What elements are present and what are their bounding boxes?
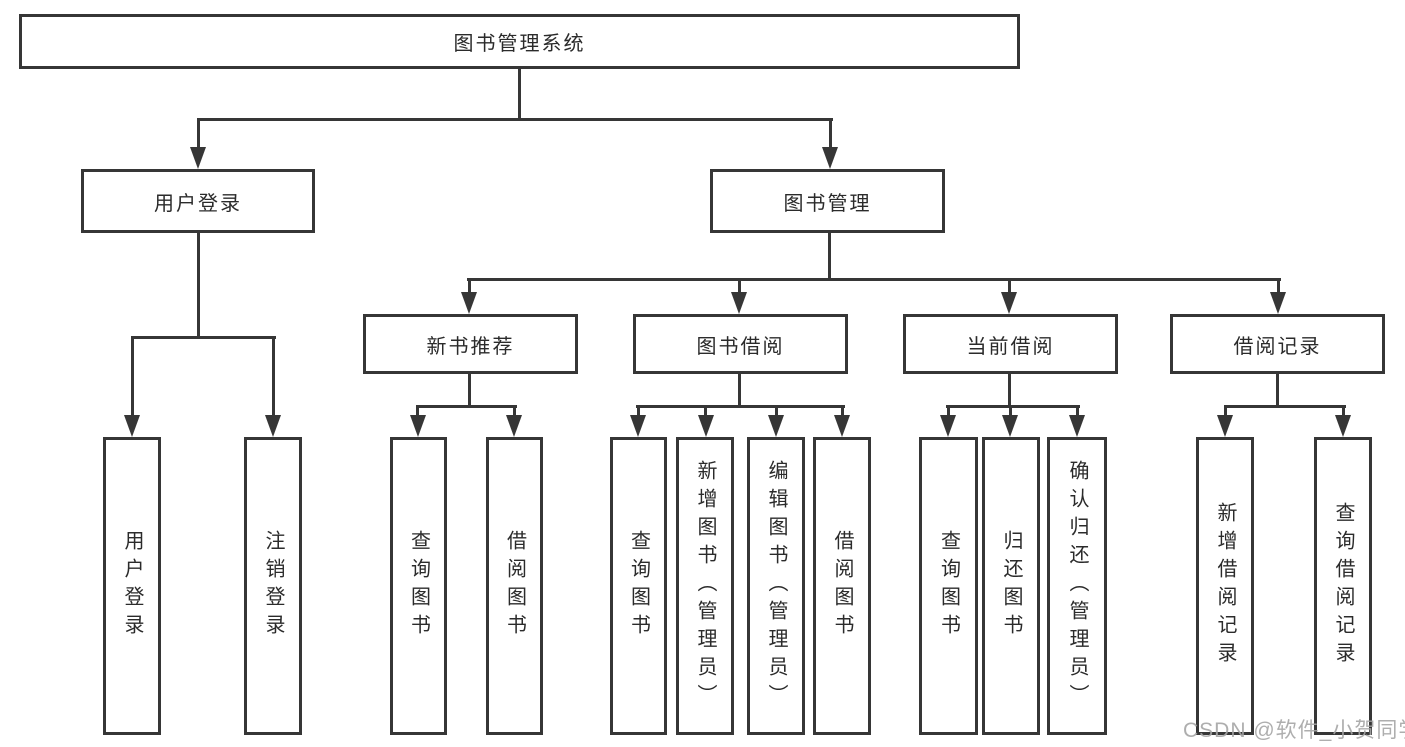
connector-arrow-shaft (947, 405, 950, 419)
leaf-user-login: 用户登录 (103, 437, 161, 735)
node-current-borrowing: 当前借阅 (903, 314, 1118, 374)
node-label: 用户登录 (121, 530, 143, 642)
node-label: 借阅记录 (1233, 335, 1322, 358)
leaf-logout: 注销登录 (244, 437, 302, 735)
connector-stub (1276, 374, 1279, 407)
connector-arrow-shaft (513, 405, 516, 419)
node-label: 当前借阅 (966, 335, 1055, 358)
node-new-book-recommend: 新书推荐 (363, 314, 578, 374)
connector-arrow-shaft (775, 405, 778, 419)
node-label: 归还图书 (1000, 530, 1022, 642)
connector-arrow-shaft (1076, 405, 1079, 419)
connector-arrow-shaft (1277, 278, 1280, 295)
connector-userlogin-hline (131, 336, 276, 339)
node-label: 查询图书 (407, 530, 430, 642)
leaf-query-books-recommend: 查询图书 (390, 437, 447, 735)
connector-arrow-shaft (829, 118, 832, 150)
node-label: 图书管理 (783, 192, 872, 215)
arrow-down-icon (768, 415, 784, 437)
arrow-down-icon (731, 292, 747, 314)
node-label: 用户登录 (154, 192, 242, 215)
arrow-down-icon (506, 415, 522, 437)
connector-hline (946, 405, 1080, 408)
arrow-down-icon (940, 415, 956, 437)
arrow-down-icon (698, 415, 714, 437)
leaf-query-borrow-record: 查询借阅记录 (1314, 437, 1372, 735)
connector-root-stub (518, 69, 521, 120)
node-borrowing-records: 借阅记录 (1170, 314, 1385, 374)
node-label: 注销登录 (262, 530, 284, 642)
arrow-down-icon (834, 415, 850, 437)
leaf-query-books-current: 查询图书 (919, 437, 978, 735)
node-label: 编辑图书（管理员） (765, 460, 787, 712)
node-label: 借阅图书 (831, 530, 853, 642)
node-book-borrowing: 图书借阅 (633, 314, 848, 374)
connector-arrow-shaft (197, 118, 200, 150)
connector-arrow-shaft (416, 405, 419, 419)
leaf-return-books: 归还图书 (982, 437, 1040, 735)
arrow-down-icon (1069, 415, 1085, 437)
connector-hline (416, 405, 517, 408)
arrow-down-icon (1270, 292, 1286, 314)
leaf-borrow-books-recommend: 借阅图书 (486, 437, 543, 735)
arrow-down-icon (124, 415, 140, 437)
connector-arrow-shaft (1009, 405, 1012, 419)
connector-arrow-shaft (1008, 278, 1011, 295)
connector-arrow-shaft (637, 405, 640, 419)
connector-hline (636, 405, 845, 408)
leaf-borrow-books: 借阅图书 (813, 437, 871, 735)
connector-bookmgmt-hline (467, 278, 1281, 281)
node-root-library-system: 图书管理系统 (19, 14, 1020, 69)
node-label: 查询借阅记录 (1332, 502, 1354, 670)
arrow-down-icon (1335, 415, 1351, 437)
connector-arrow-shaft (272, 336, 275, 417)
arrow-down-icon (1002, 415, 1018, 437)
arrow-down-icon (410, 415, 426, 437)
node-user-login: 用户登录 (81, 169, 315, 233)
leaf-add-borrow-record: 新增借阅记录 (1196, 437, 1254, 735)
node-label: 新增图书（管理员） (694, 460, 716, 712)
node-label: 查询图书 (937, 530, 960, 642)
arrow-down-icon (1217, 415, 1233, 437)
arrow-down-icon (822, 147, 838, 169)
connector-arrow-shaft (841, 405, 844, 419)
arrow-down-icon (630, 415, 646, 437)
leaf-edit-books-admin: 编辑图书（管理员） (747, 437, 805, 735)
watermark: CSDN @软件_小贺同学 (1183, 719, 1405, 742)
arrow-down-icon (461, 292, 477, 314)
node-book-management: 图书管理 (710, 169, 945, 233)
node-label: 新增借阅记录 (1214, 502, 1236, 670)
node-label: 新书推荐 (426, 335, 515, 358)
connector-stub (1008, 374, 1011, 407)
arrow-down-icon (265, 415, 281, 437)
connector-hline (1224, 405, 1346, 408)
node-label: 借阅图书 (503, 530, 526, 642)
connector-arrow-shaft (468, 278, 471, 295)
connector-stub (738, 374, 741, 407)
connector-bookmgmt-stub (828, 233, 831, 280)
connector-arrow-shaft (704, 405, 707, 419)
arrow-down-icon (190, 147, 206, 169)
connector-stub (468, 374, 471, 407)
leaf-query-books-borrowing: 查询图书 (610, 437, 667, 735)
connector-arrow-shaft (131, 336, 134, 417)
leaf-add-books-admin: 新增图书（管理员） (676, 437, 734, 735)
connector-arrow-shaft (738, 278, 741, 295)
node-label: 图书借阅 (696, 335, 785, 358)
leaf-confirm-return-admin: 确认归还（管理员） (1047, 437, 1107, 735)
connector-arrow-shaft (1224, 405, 1227, 419)
connector-arrow-shaft (1342, 405, 1345, 419)
arrow-down-icon (1001, 292, 1017, 314)
node-label: 确认归还（管理员） (1066, 460, 1088, 712)
node-label: 图书管理系统 (453, 33, 586, 55)
connector-userlogin-stub (197, 233, 200, 338)
connector-root-hline (197, 118, 833, 121)
node-label: 查询图书 (627, 530, 650, 642)
